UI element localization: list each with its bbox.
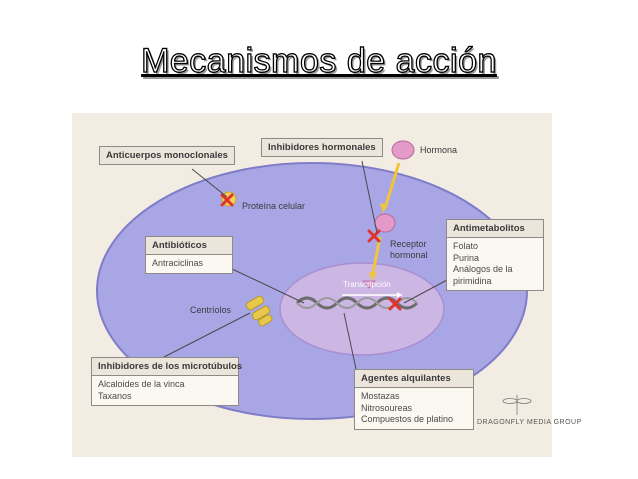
list-item: Compuestos de platino (361, 414, 454, 424)
label-transcripcion: Transcripción (343, 280, 391, 289)
dragonfly-logo-icon (502, 395, 532, 415)
leader-anticuerpos (191, 168, 228, 198)
leader-hormonales (361, 160, 378, 234)
hormone-arrow (384, 162, 401, 206)
list-item: Antraciclinas (152, 258, 204, 268)
centrioles-icon (245, 295, 273, 327)
label-hormona: Hormona (420, 145, 458, 155)
receptor-arrow (371, 236, 382, 274)
nucleus (279, 262, 445, 356)
cell-illustration (96, 140, 532, 420)
inhibit-mark-antibody (220, 193, 234, 207)
label-receptor: Receptor hormonal (390, 239, 428, 261)
list-item: Análogos de la (453, 264, 513, 274)
box-anticuerpos-title: Anticuerpos monoclonales (100, 147, 234, 164)
leader-microtubulos (163, 312, 251, 358)
box-antibioticos-title: Antibióticos (146, 237, 232, 255)
label-receptor-line1: Receptor (390, 239, 427, 249)
list-item: Folato (453, 241, 479, 251)
mechanism-diagram: Anticuerpos monoclonales Inhibidores hor… (72, 113, 581, 457)
hormone-icon (391, 140, 415, 160)
leader-antibioticos (229, 267, 305, 304)
list-item: Taxanos (98, 390, 132, 401)
label-centriolos: Centríolos (190, 305, 232, 315)
list-item: Nitrosoureas (361, 402, 413, 413)
box-antibioticos: Antibióticos Antraciclinas (145, 236, 233, 274)
hormone-receptor-icon (374, 213, 396, 233)
list-item: pirimidina (453, 275, 492, 286)
box-antimetabolitos: Antimetabolitos Folato Purina Análogos d… (446, 219, 544, 291)
box-anticuerpos: Anticuerpos monoclonales (99, 146, 235, 165)
box-alquilantes: Agentes alquilantes Mostazas Nitrosourea… (354, 369, 474, 430)
box-hormonales-title: Inhibidores hormonales (262, 139, 382, 156)
box-hormonales: Inhibidores hormonales (261, 138, 383, 157)
box-alquilantes-title: Agentes alquilantes (355, 370, 473, 388)
inhibit-mark-dna (388, 297, 402, 311)
box-microtubulos-title: Inhibidores de los microtúbulos (92, 358, 242, 376)
leader-alquilantes (343, 312, 357, 370)
receptor-site-icon (362, 280, 376, 289)
slide-title: Mecanismos de acción (140, 41, 497, 80)
box-microtubulos: Inhibidores de los microtúbulos Alcaloid… (91, 357, 242, 406)
list-item: Mostazas (361, 391, 400, 401)
label-receptor-line2: hormonal (390, 250, 428, 260)
list-item: Purina (453, 252, 480, 263)
list-item: Alcaloides de la vinca (98, 379, 185, 389)
box-antimetabolitos-title: Antimetabolitos (447, 220, 543, 238)
label-proteina: Proteína celular (242, 201, 306, 211)
brand-label: DRAGONFLY MEDIA GROUP (477, 419, 582, 426)
